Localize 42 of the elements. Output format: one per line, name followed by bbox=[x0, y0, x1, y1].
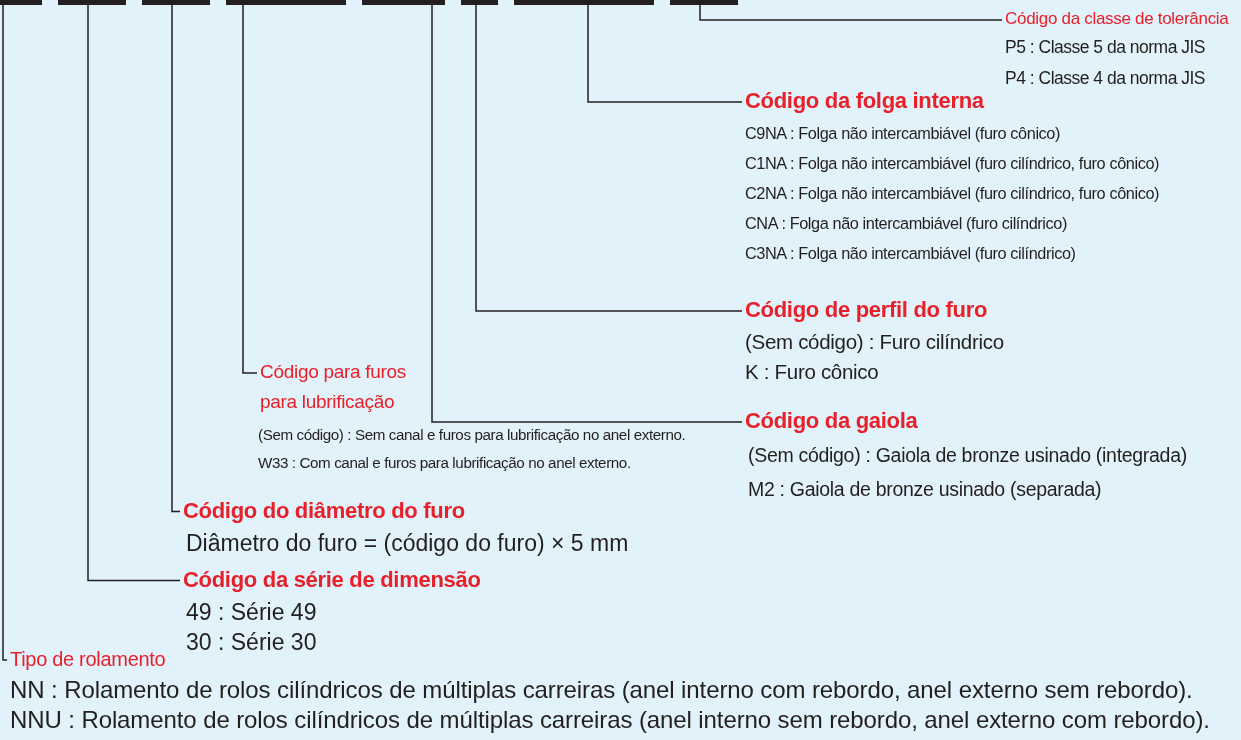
leader-line bbox=[2, 4, 8, 661]
code-description: 30 : Série 30 bbox=[186, 628, 317, 657]
code-description: C9NA : Folga não intercambiável (furo cônico) bbox=[745, 123, 1061, 144]
code-description: C2NA : Folga não intercambiável (furo cilíndrico, furo cônico) bbox=[745, 183, 1160, 204]
code-description: C3NA : Folga não intercambiável (furo cilíndrico) bbox=[745, 243, 1076, 264]
code-bar bbox=[58, 0, 126, 5]
leader-line bbox=[475, 4, 743, 312]
leader-line bbox=[87, 4, 181, 582]
code-bar bbox=[362, 0, 445, 5]
leader-line bbox=[431, 4, 743, 423]
code-description: 49 : Série 49 bbox=[186, 598, 317, 627]
code-description: (Sem código) : Furo cilíndrico bbox=[745, 329, 1004, 355]
code-description: P5 : Classe 5 da norma JIS bbox=[1005, 36, 1206, 59]
callout-heading: Tipo de rolamento bbox=[10, 647, 166, 672]
code-bar bbox=[142, 0, 210, 5]
code-bar bbox=[226, 0, 346, 5]
code-bar bbox=[670, 0, 738, 5]
callout-heading: Código da folga interna bbox=[745, 87, 984, 115]
code-description: (Sem código) : Gaiola de bronze usinado (integrada) bbox=[748, 443, 1187, 468]
code-bar bbox=[461, 0, 498, 5]
leader-line bbox=[587, 4, 743, 103]
code-description: P4 : Classe 4 da norma JIS bbox=[1005, 67, 1206, 90]
callout-heading: Código para furos para lubrificação bbox=[260, 360, 407, 414]
code-description: C1NA : Folga não intercambiável (furo cilíndrico, furo cônico) bbox=[745, 153, 1160, 174]
code-description: Diâmetro do furo = (código do furo) × 5 mm bbox=[186, 529, 629, 558]
code-description: NNU : Rolamento de rolos cilíndricos de múltiplas carreiras (anel interno sem rebordo, anel externo com rebordo). bbox=[10, 705, 1210, 735]
code-description: K : Furo cônico bbox=[745, 359, 879, 385]
code-description: M2 : Gaiola de bronze usinado (separada) bbox=[748, 477, 1102, 502]
code-bar bbox=[0, 0, 42, 5]
code-bar bbox=[514, 0, 654, 5]
code-description: NN : Rolamento de rolos cilíndricos de múltiplas carreiras (anel interno com rebordo, anel externo sem rebordo). bbox=[10, 675, 1193, 705]
callout-heading: Código do diâmetro do furo bbox=[183, 497, 465, 525]
leader-line bbox=[242, 4, 258, 374]
leader-line bbox=[171, 4, 181, 513]
callout-heading: Código da gaiola bbox=[745, 407, 918, 435]
code-description: W33 : Com canal e furos para lubrificação no anel externo. bbox=[258, 453, 631, 473]
leader-line bbox=[699, 4, 1003, 21]
callout-heading: Código da classe de tolerância bbox=[1005, 8, 1229, 30]
callout-heading: Código da série de dimensão bbox=[183, 566, 481, 594]
code-description: CNA : Folga não intercambiável (furo cilíndrico) bbox=[745, 213, 1067, 234]
callout-heading: Código de perfil do furo bbox=[745, 296, 988, 324]
code-description: (Sem código) : Sem canal e furos para lubrificação no anel externo. bbox=[258, 425, 686, 445]
